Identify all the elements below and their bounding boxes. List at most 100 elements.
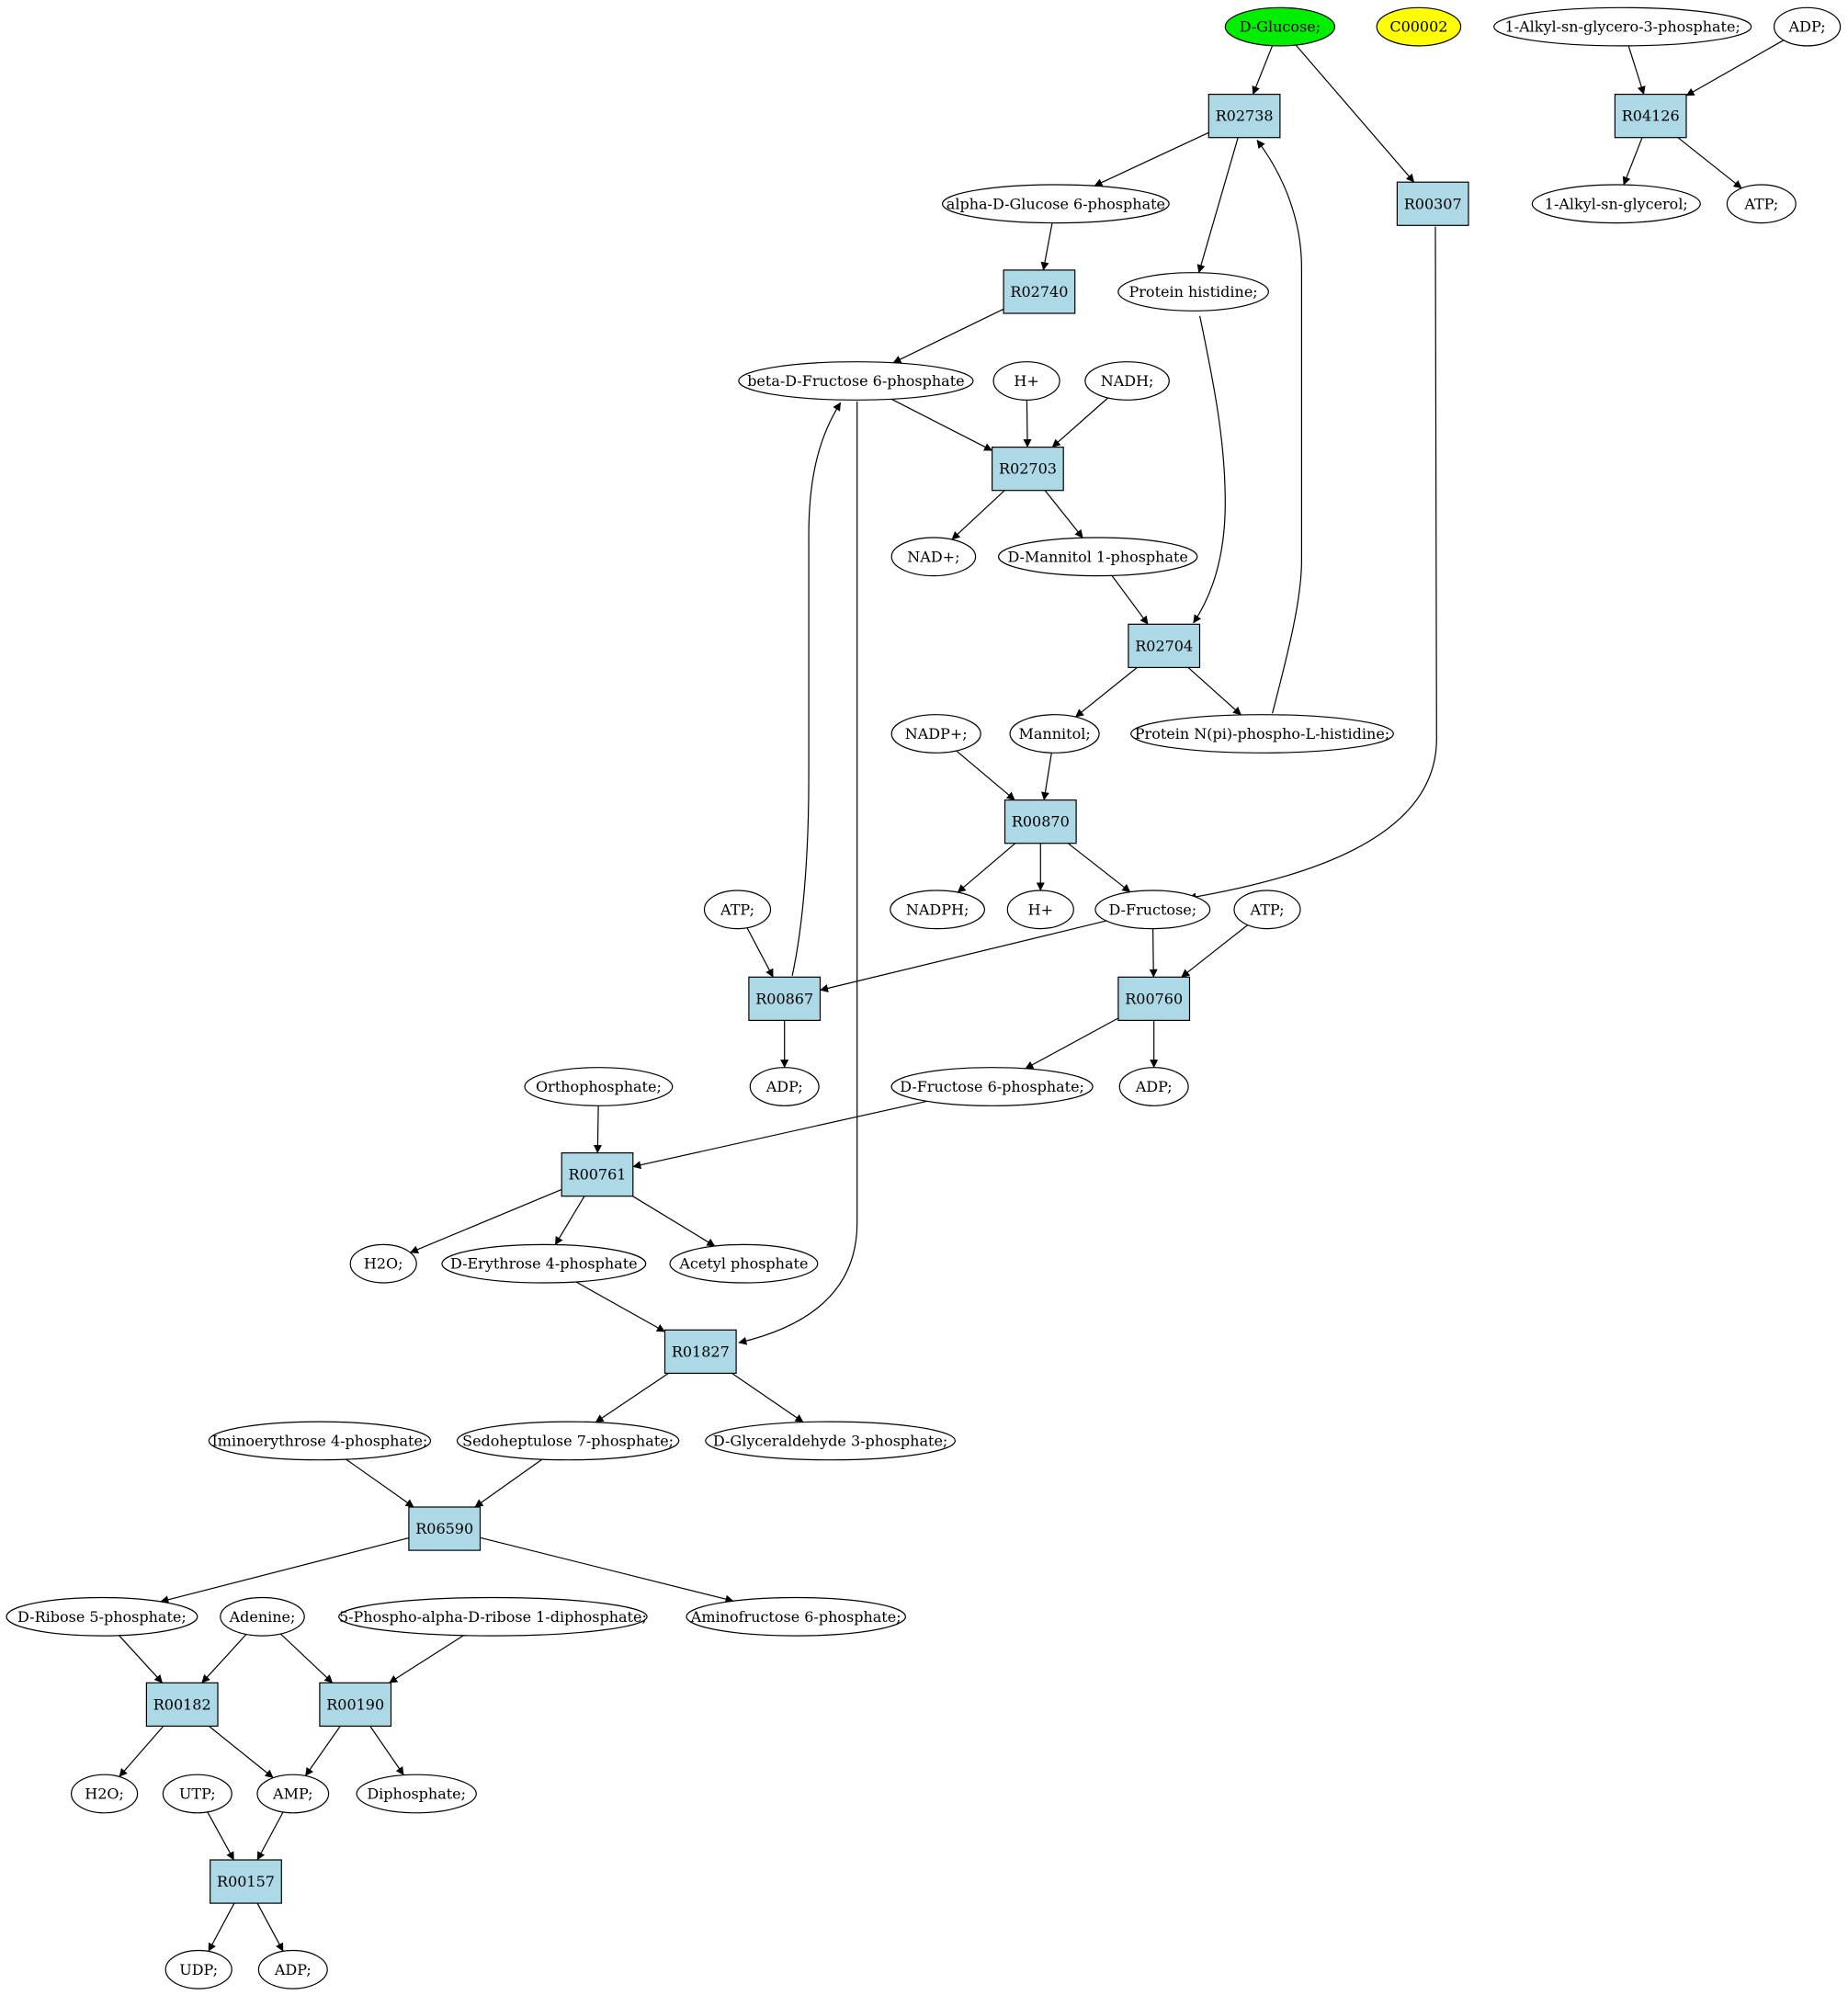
node-label: R00870 <box>1012 813 1070 831</box>
reaction-node-r00760[interactable]: R00760 <box>1117 976 1191 1022</box>
edge-r02703-to-nadplus <box>951 490 1005 540</box>
compound-node-imino[interactable]: Iminoerythrose 4-phosphate; <box>208 1421 432 1461</box>
compound-node-utp[interactable]: UTP; <box>162 1774 232 1814</box>
node-label: Sedoheptulose 7-phosphate; <box>462 1432 674 1449</box>
compound-node-adenine[interactable]: Adenine; <box>220 1596 305 1637</box>
node-label: Acetyl phosphate <box>678 1255 808 1273</box>
compound-node-nadph[interactable]: NADPH; <box>890 890 985 930</box>
compound-node-glucose[interactable]: D-Glucose; <box>1224 6 1336 47</box>
edge-ag6p-to-r02740 <box>1040 222 1053 271</box>
reaction-node-r02740[interactable]: R02740 <box>1003 269 1076 314</box>
compound-node-mannitol[interactable]: Mannitol; <box>1009 714 1100 754</box>
compound-node-alkylg3p[interactable]: 1-Alkyl-sn-glycero-3-phosphate; <box>1493 6 1752 47</box>
compound-node-s7p[interactable]: Sedoheptulose 7-phosphate; <box>456 1421 680 1461</box>
node-label: R02740 <box>1010 283 1068 300</box>
node-label: R04126 <box>1622 108 1680 125</box>
compound-node-prothis[interactable]: Protein histidine; <box>1117 272 1269 312</box>
node-label: ATP; <box>1743 195 1778 212</box>
edge-r02738-to-ag6p <box>1094 131 1209 187</box>
compound-node-h2o1[interactable]: H2O; <box>349 1243 417 1284</box>
compound-node-adp2[interactable]: ADP; <box>1118 1067 1189 1106</box>
compound-node-adp1[interactable]: ADP; <box>749 1067 820 1106</box>
compound-node-hplus1[interactable]: H+ <box>992 361 1060 401</box>
compound-node-nadplus[interactable]: NAD+; <box>890 537 977 577</box>
reaction-node-r00157[interactable]: R00157 <box>210 1859 282 1904</box>
node-label: NAD+; <box>907 548 959 565</box>
compound-node-h2o2[interactable]: H2O; <box>70 1774 139 1814</box>
edge-dm1p-to-r02704 <box>1111 575 1149 625</box>
compound-ellipse <box>703 890 772 930</box>
node-label: R00157 <box>217 1873 275 1890</box>
compound-ellipse <box>890 714 981 754</box>
compound-node-df6p[interactable]: D-Fructose 6-phosphate; <box>890 1067 1094 1106</box>
reaction-node-r00761[interactable]: R00761 <box>561 1151 634 1197</box>
reaction-box <box>1003 269 1076 314</box>
compound-ellipse <box>1233 890 1301 930</box>
reaction-node-r01827[interactable]: R01827 <box>663 1329 737 1375</box>
node-label: Adenine; <box>229 1608 296 1626</box>
edge-adenine-to-r00190 <box>279 1633 334 1683</box>
compound-ellipse <box>1009 714 1100 754</box>
compound-node-amp[interactable]: AMP; <box>256 1774 330 1814</box>
compound-node-g3p[interactable]: D-Glyceraldehyde 3-phosphate; <box>705 1421 956 1461</box>
edge-mannitol-to-r00870 <box>1041 753 1052 801</box>
compound-node-atp_top[interactable]: ATP; <box>1726 184 1797 224</box>
edge-r00761-to-acetylp <box>632 1196 716 1247</box>
compound-ellipse <box>890 1067 1094 1106</box>
compound-ellipse <box>1006 890 1074 930</box>
node-label: D-Glucose; <box>1240 18 1321 36</box>
edge-df6p-to-r00761 <box>632 1100 927 1170</box>
reaction-node-r00182[interactable]: R00182 <box>145 1682 219 1728</box>
node-label: alpha-D-Glucose 6-phosphate <box>947 195 1165 212</box>
reaction-node-r06590[interactable]: R06590 <box>408 1506 482 1551</box>
compound-node-fructose[interactable]: D-Fructose; <box>1094 890 1211 930</box>
compound-node-acetylp[interactable]: Acetyl phosphate <box>669 1243 819 1284</box>
compound-node-atp2[interactable]: ATP; <box>1233 890 1301 930</box>
compound-node-c00002[interactable]: C00002 <box>1376 6 1462 47</box>
reaction-node-r02704[interactable]: R02704 <box>1128 623 1201 668</box>
reaction-node-r04126[interactable]: R04126 <box>1614 93 1687 139</box>
edge-r02738-to-prothis <box>1196 137 1239 274</box>
reaction-box <box>748 976 822 1022</box>
compound-ellipse <box>6 1596 198 1637</box>
edge-nadpplus-to-r00870 <box>956 750 1015 801</box>
compound-node-aminof6p[interactable]: Aminofructose 6-phosphate; <box>686 1596 906 1637</box>
compound-ellipse <box>1493 6 1752 47</box>
node-label: R02703 <box>999 460 1057 478</box>
node-label: R06590 <box>415 1520 473 1537</box>
reaction-node-r00190[interactable]: R00190 <box>319 1682 392 1728</box>
edge-r01827-to-g3p <box>731 1373 804 1423</box>
compound-node-r5p[interactable]: D-Ribose 5-phosphate; <box>6 1596 198 1637</box>
node-label: ATP; <box>1250 901 1285 918</box>
reaction-node-r02738[interactable]: R02738 <box>1207 93 1281 139</box>
compound-node-bf6p[interactable]: beta-D-Fructose 6-phosphate <box>738 361 974 401</box>
edge-nadh-to-r02703 <box>1051 397 1109 448</box>
compound-ellipse <box>890 890 985 930</box>
compound-node-adp_top[interactable]: ADP; <box>1773 6 1842 47</box>
compound-node-atp1[interactable]: ATP; <box>703 890 772 930</box>
compound-ellipse <box>997 537 1198 577</box>
compound-node-hplus2[interactable]: H+ <box>1006 890 1074 930</box>
compound-node-alkylgly[interactable]: 1-Alkyl-sn-glycerol; <box>1531 184 1701 224</box>
compound-ellipse <box>356 1774 477 1814</box>
edge-r00760-to-df6p <box>1025 1017 1119 1070</box>
reaction-node-r00307[interactable]: R00307 <box>1396 181 1469 226</box>
compound-node-ortho[interactable]: Orthophosphate; <box>524 1067 674 1106</box>
compound-node-ag6p[interactable]: alpha-D-Glucose 6-phosphate <box>941 184 1170 224</box>
compound-node-de4p[interactable]: D-Erythrose 4-phosphate <box>441 1243 647 1284</box>
reaction-node-r00867[interactable]: R00867 <box>748 976 822 1022</box>
edge-r5p-to-r00182 <box>119 1635 164 1683</box>
reaction-node-r02703[interactable]: R02703 <box>991 447 1064 492</box>
compound-node-protph[interactable]: Protein N(pi)-phospho-L-histidine; <box>1130 714 1394 754</box>
compound-node-udp[interactable]: UDP; <box>164 1949 232 1989</box>
compound-node-nadpplus[interactable]: NADP+; <box>890 714 981 754</box>
reaction-node-r00870[interactable]: R00870 <box>1003 799 1077 844</box>
compound-node-dm1p[interactable]: D-Mannitol 1-phosphate <box>997 537 1198 577</box>
compound-node-prpp[interactable]: 5-Phospho-alpha-D-ribose 1-diphosphate; <box>338 1596 648 1637</box>
compound-node-nadh[interactable]: NADH; <box>1084 361 1170 401</box>
edge-bf6p-to-r01827 <box>738 401 858 1345</box>
compound-ellipse <box>257 1949 328 1989</box>
compound-node-diphos[interactable]: Diphosphate; <box>356 1774 477 1814</box>
compound-node-adp3[interactable]: ADP; <box>257 1949 328 1989</box>
